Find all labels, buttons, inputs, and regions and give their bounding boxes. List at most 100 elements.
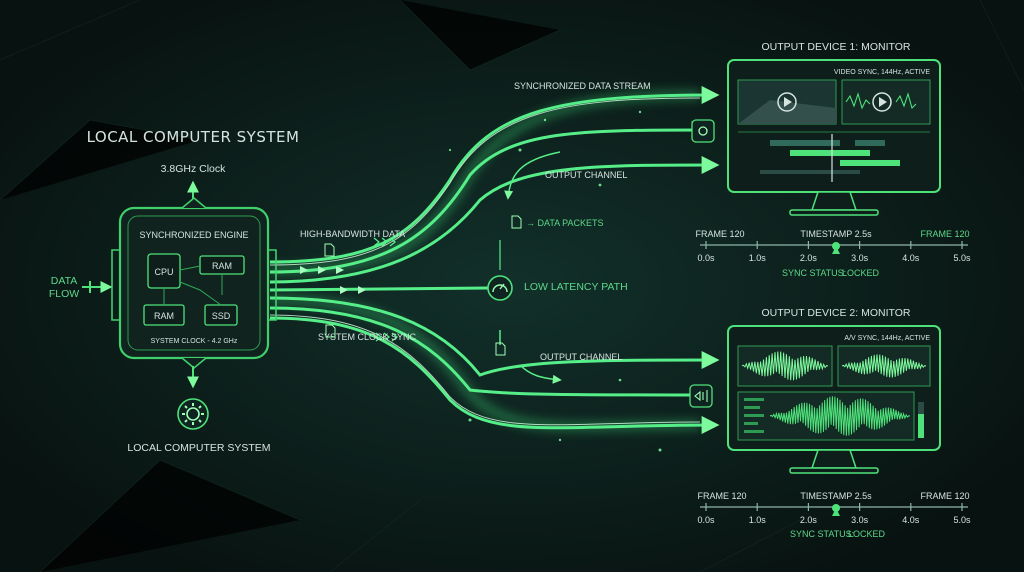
monitor-1-sync-value: LOCKED xyxy=(842,268,880,278)
timeline-tick-label: 5.0s xyxy=(953,253,971,263)
chevron-icon xyxy=(373,237,397,247)
waveform-panel-3 xyxy=(737,391,915,441)
timeline-tick-label: 4.0s xyxy=(902,515,920,525)
monitor-2-timestamp: TIMESTAMP 2.5s xyxy=(800,491,872,501)
monitor-2-title: OUTPUT DEVICE 2: MONITOR xyxy=(762,307,911,319)
level-meter-fill xyxy=(918,414,924,438)
monitor-2-base xyxy=(789,467,879,474)
monitor-2-ticks: 0.0s 1.0s 2.0s 3.0s 4.0s 5.0s xyxy=(697,503,971,525)
circuit-traces xyxy=(163,265,223,306)
speedometer-needle xyxy=(492,283,508,293)
local-system-bottom-title: LOCAL COMPUTER SYSTEM xyxy=(127,442,270,454)
document-icon xyxy=(511,215,522,229)
ram-bottom-label: RAM xyxy=(154,311,174,321)
timeline-tick-label: 0.0s xyxy=(697,253,715,263)
audio-sync-icon-glyph xyxy=(694,390,708,402)
monitor-2-stand xyxy=(810,449,858,469)
path-stream-top xyxy=(269,86,720,264)
timeline-tick-label: 2.0s xyxy=(800,515,818,525)
timeline-tick-label: 2.0s xyxy=(800,253,818,263)
track-bar xyxy=(760,170,860,174)
flow-paths xyxy=(269,86,720,452)
monitor-1-frame-right: FRAME 120 xyxy=(920,229,969,239)
path-out-2 xyxy=(269,306,710,404)
sync-stream-label: SYNCHRONIZED DATA STREAM xyxy=(514,81,651,91)
audio-waveform xyxy=(841,354,927,378)
timeline-tick-label: 1.0s xyxy=(749,515,767,525)
timeline-tick-label: 4.0s xyxy=(902,253,920,263)
timeline-tick-label: 5.0s xyxy=(953,515,971,525)
monitor-2-status: A/V SYNC, 144Hz, ACTIVE xyxy=(844,335,930,342)
play-icon[interactable] xyxy=(777,92,797,112)
local-system: LOCAL COMPUTER SYSTEM 3.8GHz Clock SYNCH… xyxy=(49,128,300,454)
mixer-rows xyxy=(744,398,764,433)
waveform-panel-2 xyxy=(837,345,931,387)
monitor-2: OUTPUT DEVICE 2: MONITOR A/V SYNC, 144Hz… xyxy=(697,307,971,539)
data-flow-label-1: DATA xyxy=(51,275,77,287)
monitor-2-sync-label: SYNC STATUS: xyxy=(790,529,854,539)
clock-label: 3.8GHz Clock xyxy=(161,163,227,175)
video-preview-1-road xyxy=(738,100,836,124)
settings-icon-gear xyxy=(698,126,708,136)
monitor-1-stand xyxy=(810,191,858,211)
monitor-1-sync-label: SYNC STATUS: xyxy=(782,268,846,278)
cpu-label: CPU xyxy=(154,267,173,277)
system-clock-label: SYSTEM CLOCK - 4.2 GHz xyxy=(151,338,238,345)
track-bar xyxy=(840,160,900,166)
output-channel-2-label: OUTPUT CHANNEL xyxy=(540,352,622,362)
timeline-tick-label: 3.0s xyxy=(851,515,869,525)
arrow-output-channel-1 xyxy=(504,151,561,200)
play-icon-triangle xyxy=(879,97,887,107)
particles xyxy=(448,110,662,452)
document-icon xyxy=(325,324,336,338)
data-packets-label: → DATA PACKETS xyxy=(526,218,604,228)
monitor-1-timestamp: TIMESTAMP 2.5s xyxy=(800,229,872,239)
gear-icon-teeth xyxy=(182,403,204,425)
monitor-1-base xyxy=(789,209,879,216)
monitor-1-ticks: 0.0s 1.0s 2.0s 3.0s 4.0s 5.0s xyxy=(697,241,971,263)
timeline-tick-label: 3.0s xyxy=(851,253,869,263)
timeline-tick-label: 0.0s xyxy=(697,515,715,525)
monitor-1-title: OUTPUT DEVICE 1: MONITOR xyxy=(762,41,911,53)
path-out-1 xyxy=(269,296,720,377)
waveform-panel-1 xyxy=(737,345,833,387)
monitor-1-status: VIDEO SYNC, 144Hz, ACTIVE xyxy=(834,69,930,76)
monitor-2-sync-value: LOCKED xyxy=(848,529,886,539)
monitor-2-frame-right: FRAME 120 xyxy=(920,491,969,501)
low-latency-label: LOW LATENCY PATH xyxy=(524,281,628,293)
arrow-output-channel-2 xyxy=(519,364,562,384)
timeline-tick-label: 1.0s xyxy=(749,253,767,263)
ram-top-label: RAM xyxy=(212,261,232,271)
engine-label: SYNCHRONIZED ENGINE xyxy=(139,230,248,240)
document-icon xyxy=(495,342,506,356)
output-channel-1-label: OUTPUT CHANNEL xyxy=(545,170,627,180)
gear-icon-hub xyxy=(186,407,200,421)
data-flow-label-2: FLOW xyxy=(49,288,79,300)
monitor-2-frame-left: FRAME 120 xyxy=(697,491,746,501)
path-stream-low xyxy=(269,156,720,284)
monitor-2-time-dot xyxy=(832,504,840,512)
track-bar xyxy=(770,140,840,146)
chevron-icon xyxy=(375,332,399,342)
high-bandwidth-label: HIGH-BANDWIDTH DATA xyxy=(300,229,405,239)
waveform-preview xyxy=(845,92,917,110)
audio-waveform xyxy=(741,351,829,381)
path-labels: HIGH-BANDWIDTH DATA SYSTEM CLOCK SYNC SY… xyxy=(300,81,715,408)
system-clock-sync-label: SYSTEM CLOCK SYNC xyxy=(318,332,417,342)
settings-icon xyxy=(691,119,715,143)
path-out-3 xyxy=(269,316,720,435)
path-low-latency xyxy=(269,286,489,292)
play-icon-triangle xyxy=(784,97,792,107)
local-system-title: LOCAL COMPUTER SYSTEM xyxy=(87,128,300,146)
monitor-1: OUTPUT DEVICE 1: MONITOR VIDEO SYNC, 144… xyxy=(695,41,971,278)
play-icon[interactable] xyxy=(872,92,892,112)
chevron-markers xyxy=(300,266,366,294)
monitor-1-time-dot xyxy=(832,242,840,250)
audio-waveform xyxy=(769,396,911,436)
ssd-label: SSD xyxy=(212,311,231,321)
audio-sync-icon xyxy=(689,384,713,408)
document-icon xyxy=(324,243,335,257)
